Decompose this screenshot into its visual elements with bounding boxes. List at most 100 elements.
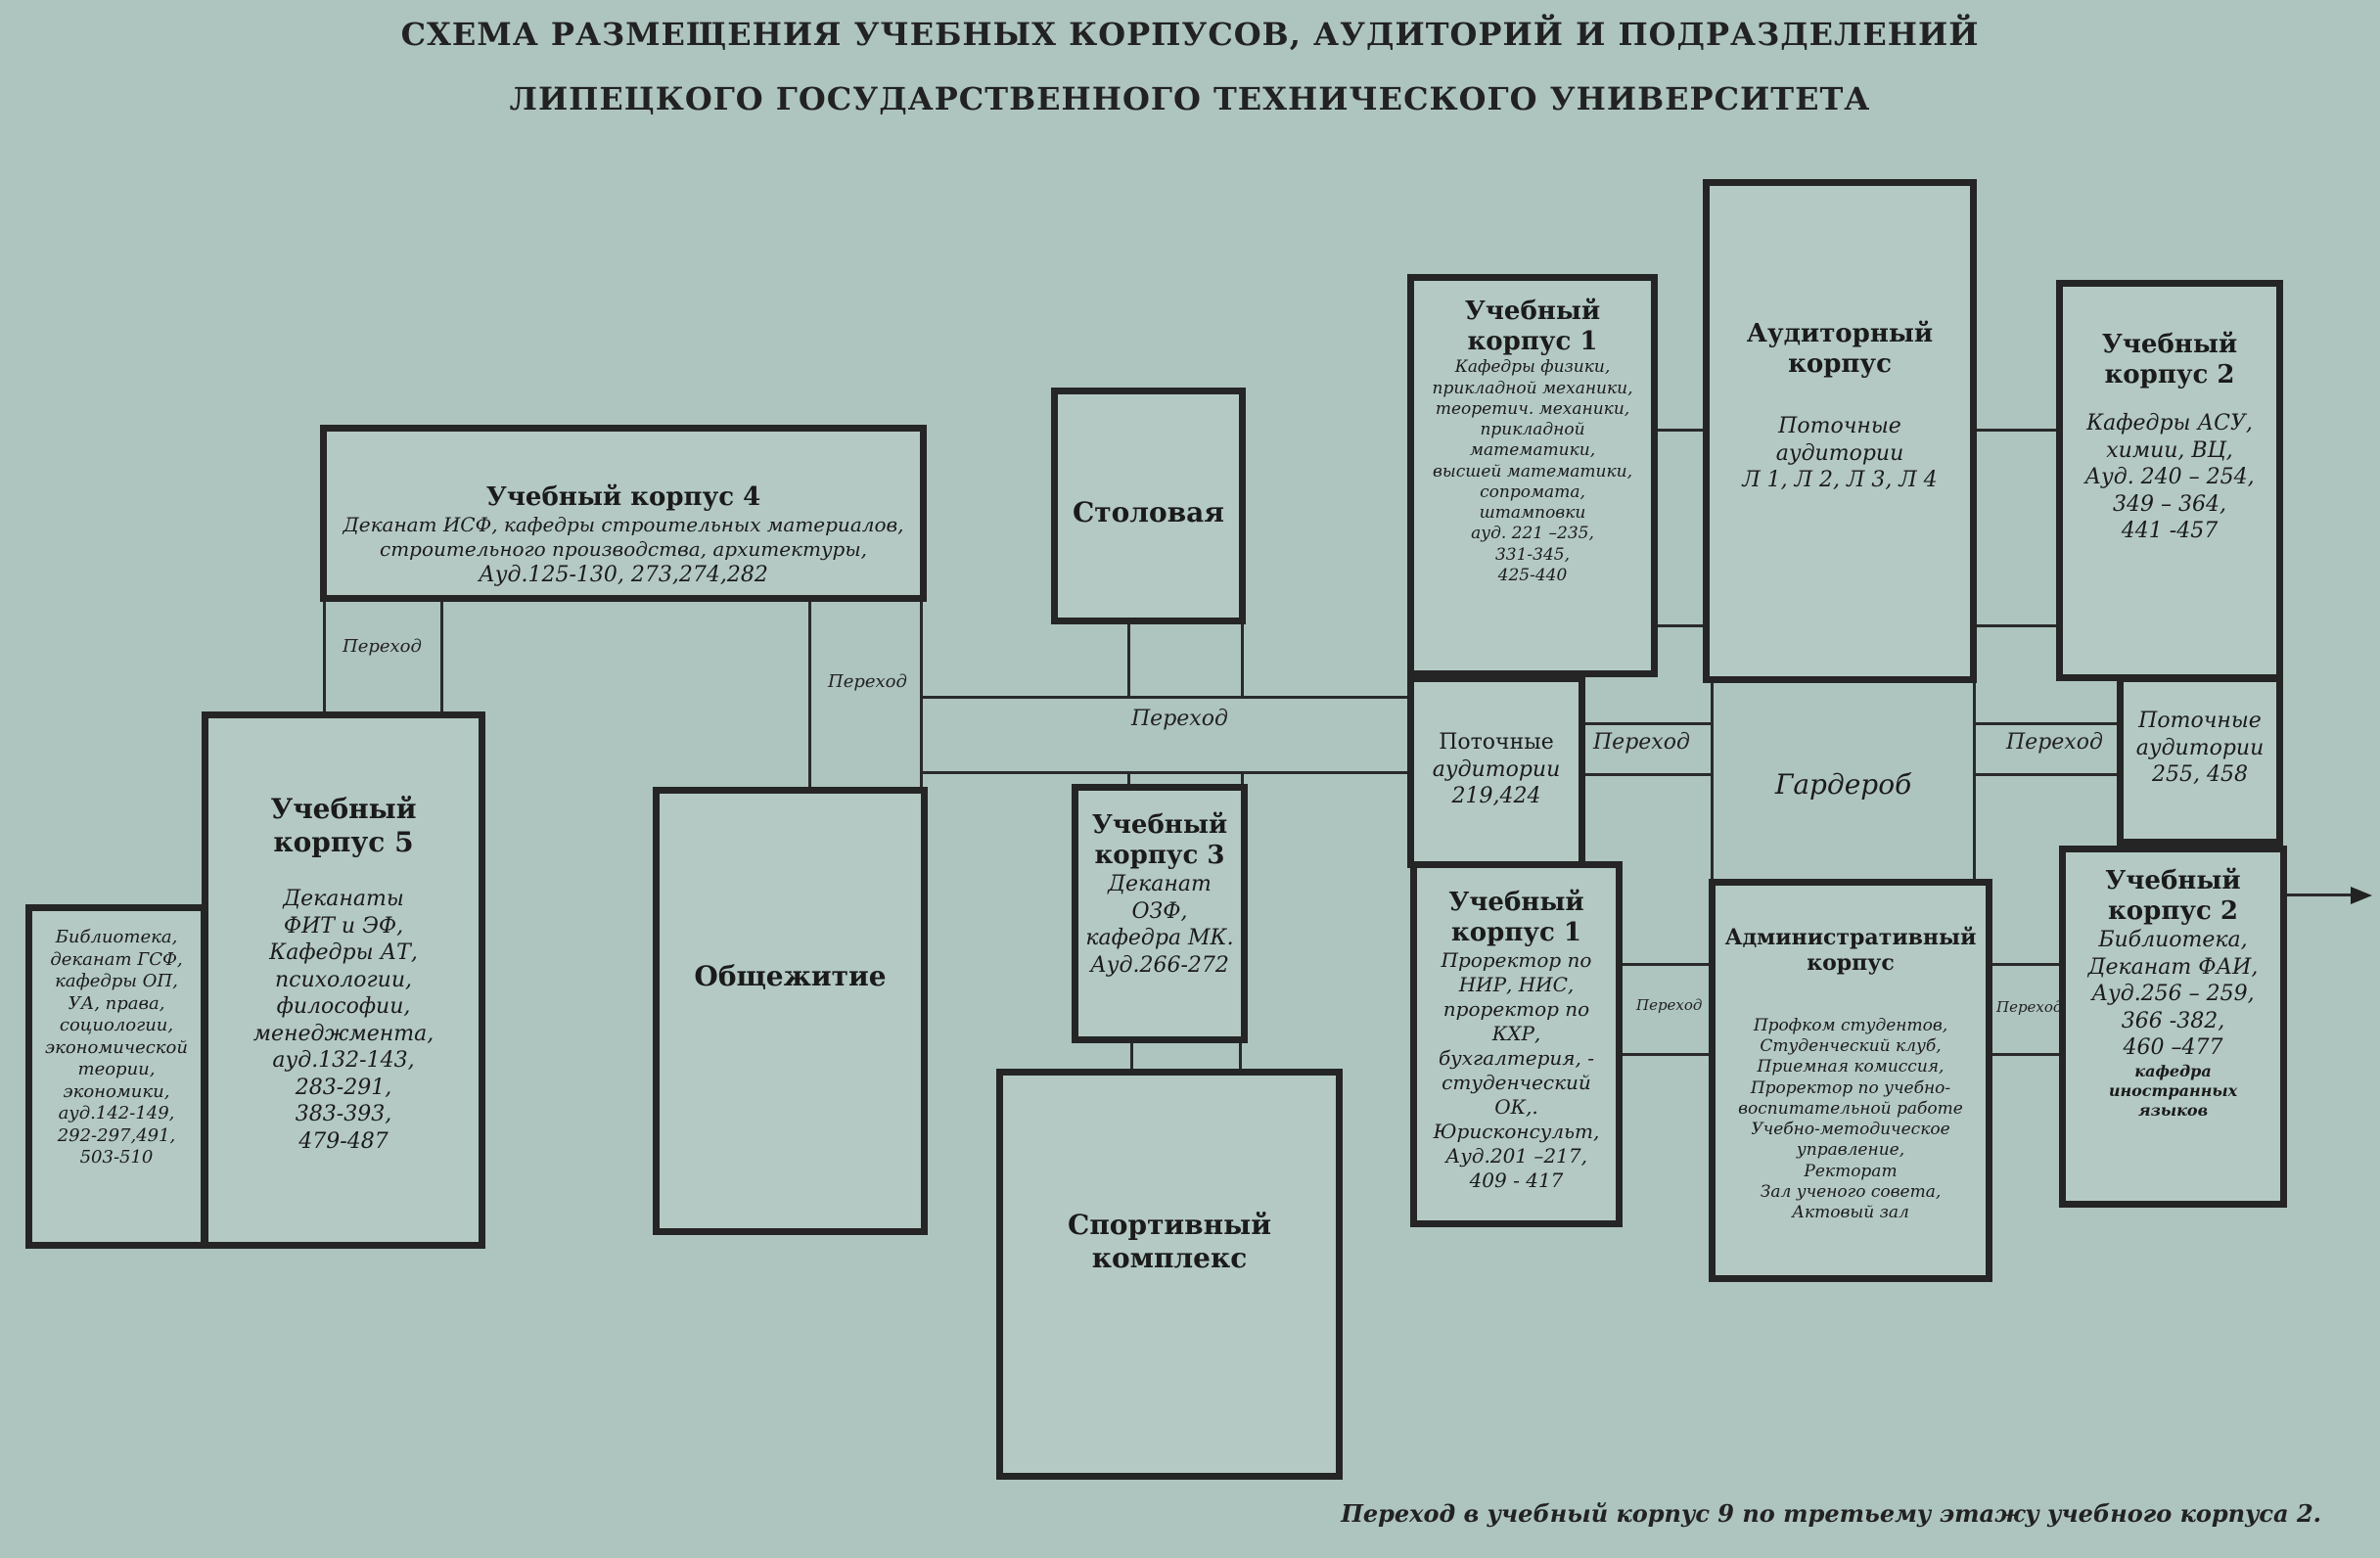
passage-line — [1127, 620, 1130, 697]
building-desc: 409 - 417 — [1469, 1168, 1564, 1193]
building-uk1-bottom[interactable]: Учебный корпус 1 Проректор по НИР, НИС, … — [1410, 861, 1623, 1227]
building-desc: аудитории — [1432, 756, 1561, 782]
building-desc: Деканат ИСФ, кафедры строительных матери… — [343, 513, 904, 537]
building-desc: Проректор по — [1441, 948, 1592, 973]
passage-label: Переход — [2006, 730, 2103, 755]
building-desc: Кафедры физики, — [1454, 357, 1611, 378]
building-desc: Деканаты — [283, 887, 404, 912]
building-desc: 331-345, — [1494, 544, 1571, 565]
building-name: Учебный — [270, 793, 417, 825]
building-desc: экономической — [45, 1036, 188, 1058]
building-desc: студенческий — [1442, 1071, 1591, 1095]
building-admin[interactable]: Административный корпус Профком студенто… — [1709, 879, 1992, 1282]
building-desc: Поточные — [1778, 414, 1901, 439]
building-desc: 383-393, — [295, 1102, 392, 1127]
building-name: корпус 1 — [1451, 918, 1581, 948]
passage-label: Переход — [828, 671, 907, 692]
building-name: корпус 1 — [1467, 327, 1598, 357]
building-desc: 425-440 — [1497, 565, 1568, 585]
building-name: Гардероб — [1774, 768, 1912, 801]
building-desc: ОК,. — [1494, 1095, 1538, 1120]
building-name: корпус 2 — [2104, 360, 2235, 390]
building-name: Аудиторный — [1746, 319, 1934, 348]
building-desc: деканат ГСФ, — [50, 948, 183, 970]
passage-line — [1581, 722, 1711, 725]
building-desc: проректор по — [1442, 997, 1590, 1022]
building-desc: ФИТ и ЭФ, — [283, 913, 404, 939]
stream-auditoriums-219[interactable]: Поточные аудитории 219,424 — [1407, 675, 1585, 868]
passage-line — [1973, 679, 1976, 883]
building-desc: экономики, — [63, 1080, 170, 1102]
building-desc: КХР, — [1491, 1022, 1541, 1046]
passage-line — [1127, 773, 1130, 787]
building-name: Учебный — [1448, 888, 1584, 917]
building-desc: 366 -382, — [2121, 1008, 2225, 1033]
building-name: Учебный — [2105, 866, 2241, 895]
passage-line — [1973, 429, 2061, 432]
building-sport-complex[interactable]: Спортивный комплекс — [996, 1069, 1343, 1480]
building-desc: Деканат — [1108, 872, 1212, 897]
wardrobe[interactable]: Гардероб — [1714, 767, 1973, 802]
building-desc: аудитории — [1775, 440, 1904, 466]
passage-line — [1657, 624, 1706, 627]
building-name: Учебный — [2101, 330, 2238, 359]
building-name: корпус — [1788, 349, 1892, 380]
passage-line — [1976, 722, 2121, 725]
building-desc: ОЗФ, — [1131, 898, 1188, 924]
passage-line — [1619, 963, 1713, 966]
passage-label: Переход — [343, 636, 422, 657]
building-canteen[interactable]: Столовая — [1051, 388, 1246, 624]
building-desc: НИР, НИС, — [1458, 973, 1575, 997]
building-name: Столовая — [1072, 496, 1224, 528]
passage-line — [1241, 773, 1244, 787]
building-dormitory[interactable]: Общежитие — [653, 787, 928, 1235]
building-name: Общежитие — [694, 960, 887, 992]
building-desc: Ректорат — [1804, 1161, 1898, 1181]
building-desc: Л 1, Л 2, Л 3, Л 4 — [1742, 468, 1938, 493]
building-name: корпус 3 — [1094, 841, 1225, 871]
passage-line — [323, 599, 326, 716]
building-desc: кафедра — [2134, 1061, 2212, 1080]
building-desc: Кафедры АТ, — [269, 940, 418, 966]
building-name: корпус 5 — [273, 825, 414, 858]
building-desc: Ауд.256 – 259, — [2091, 982, 2255, 1007]
passage-line — [1990, 963, 2060, 966]
building-desc: Кафедры АСУ, — [2086, 411, 2253, 436]
building-uk3[interactable]: Учебный корпус 3 Деканат ОЗФ, кафедра МК… — [1072, 784, 1248, 1043]
stream-auditoriums-255[interactable]: Поточные аудитории 255, 458 — [2117, 675, 2283, 846]
passage-line — [1241, 620, 1244, 697]
building-desc: менеджмента, — [252, 1021, 435, 1046]
building-uk4[interactable]: Учебный корпус 4 Деканат ИСФ, кафедры ст… — [320, 425, 927, 602]
schema-title-line1: СХЕМА РАЗМЕЩЕНИЯ УЧЕБНЫХ КОРПУСОВ, АУДИТ… — [400, 16, 1980, 53]
building-desc: 460 –477 — [2123, 1035, 2223, 1061]
building-uk5[interactable]: Учебный корпус 5 Деканаты ФИТ и ЭФ, Кафе… — [202, 711, 485, 1249]
building-name: Учебный — [1464, 297, 1601, 326]
schema-title-line2: ЛИПЕЦКОГО ГОСУДАРСТВЕННОГО ТЕХНИЧЕСКОГО … — [509, 80, 1871, 117]
building-name: Спортивный — [1068, 1209, 1271, 1241]
building-auditorium[interactable]: Аудиторный корпус Поточные аудитории Л 1… — [1703, 179, 1977, 683]
building-desc: Профком студентов, — [1753, 1015, 1948, 1035]
building-desc: высшей математики, — [1433, 461, 1632, 481]
building-desc: 283-291, — [295, 1075, 392, 1100]
building-desc: УА, права, — [68, 992, 165, 1014]
building-desc: ауд.132-143, — [272, 1048, 415, 1074]
building-desc: кафедры ОП, — [55, 971, 178, 991]
building-desc: прикладной механики, — [1432, 378, 1633, 398]
building-name: Административный — [1724, 925, 1977, 950]
building-desc: 349 – 364, — [2113, 491, 2226, 517]
building-desc: Актовый зал — [1792, 1203, 1909, 1223]
building-library-uk5[interactable]: Библиотека, деканат ГСФ, кафедры ОП, УА,… — [25, 904, 207, 1249]
building-uk2-bottom[interactable]: Учебный корпус 2 Библиотека, Деканат ФАИ… — [2059, 846, 2287, 1208]
building-desc: 503-510 — [79, 1147, 154, 1168]
building-desc: языков — [2137, 1100, 2209, 1120]
exit-arrow-line — [2287, 894, 2356, 896]
building-uk1-top[interactable]: Учебный корпус 1 Кафедры физики, приклад… — [1407, 274, 1658, 677]
passage-line — [440, 599, 443, 716]
passage-label: Переход — [1131, 707, 1228, 731]
footer-note: Переход в учебный корпус 9 по третьему э… — [1341, 1499, 2321, 1528]
passage-line — [1239, 1039, 1242, 1073]
building-desc: 219,424 — [1451, 784, 1541, 808]
passage-line — [923, 696, 1414, 699]
building-uk2-top[interactable]: Учебный корпус 2 Кафедры АСУ, химии, ВЦ,… — [2056, 280, 2283, 681]
building-desc: 292-297,491, — [57, 1124, 176, 1146]
